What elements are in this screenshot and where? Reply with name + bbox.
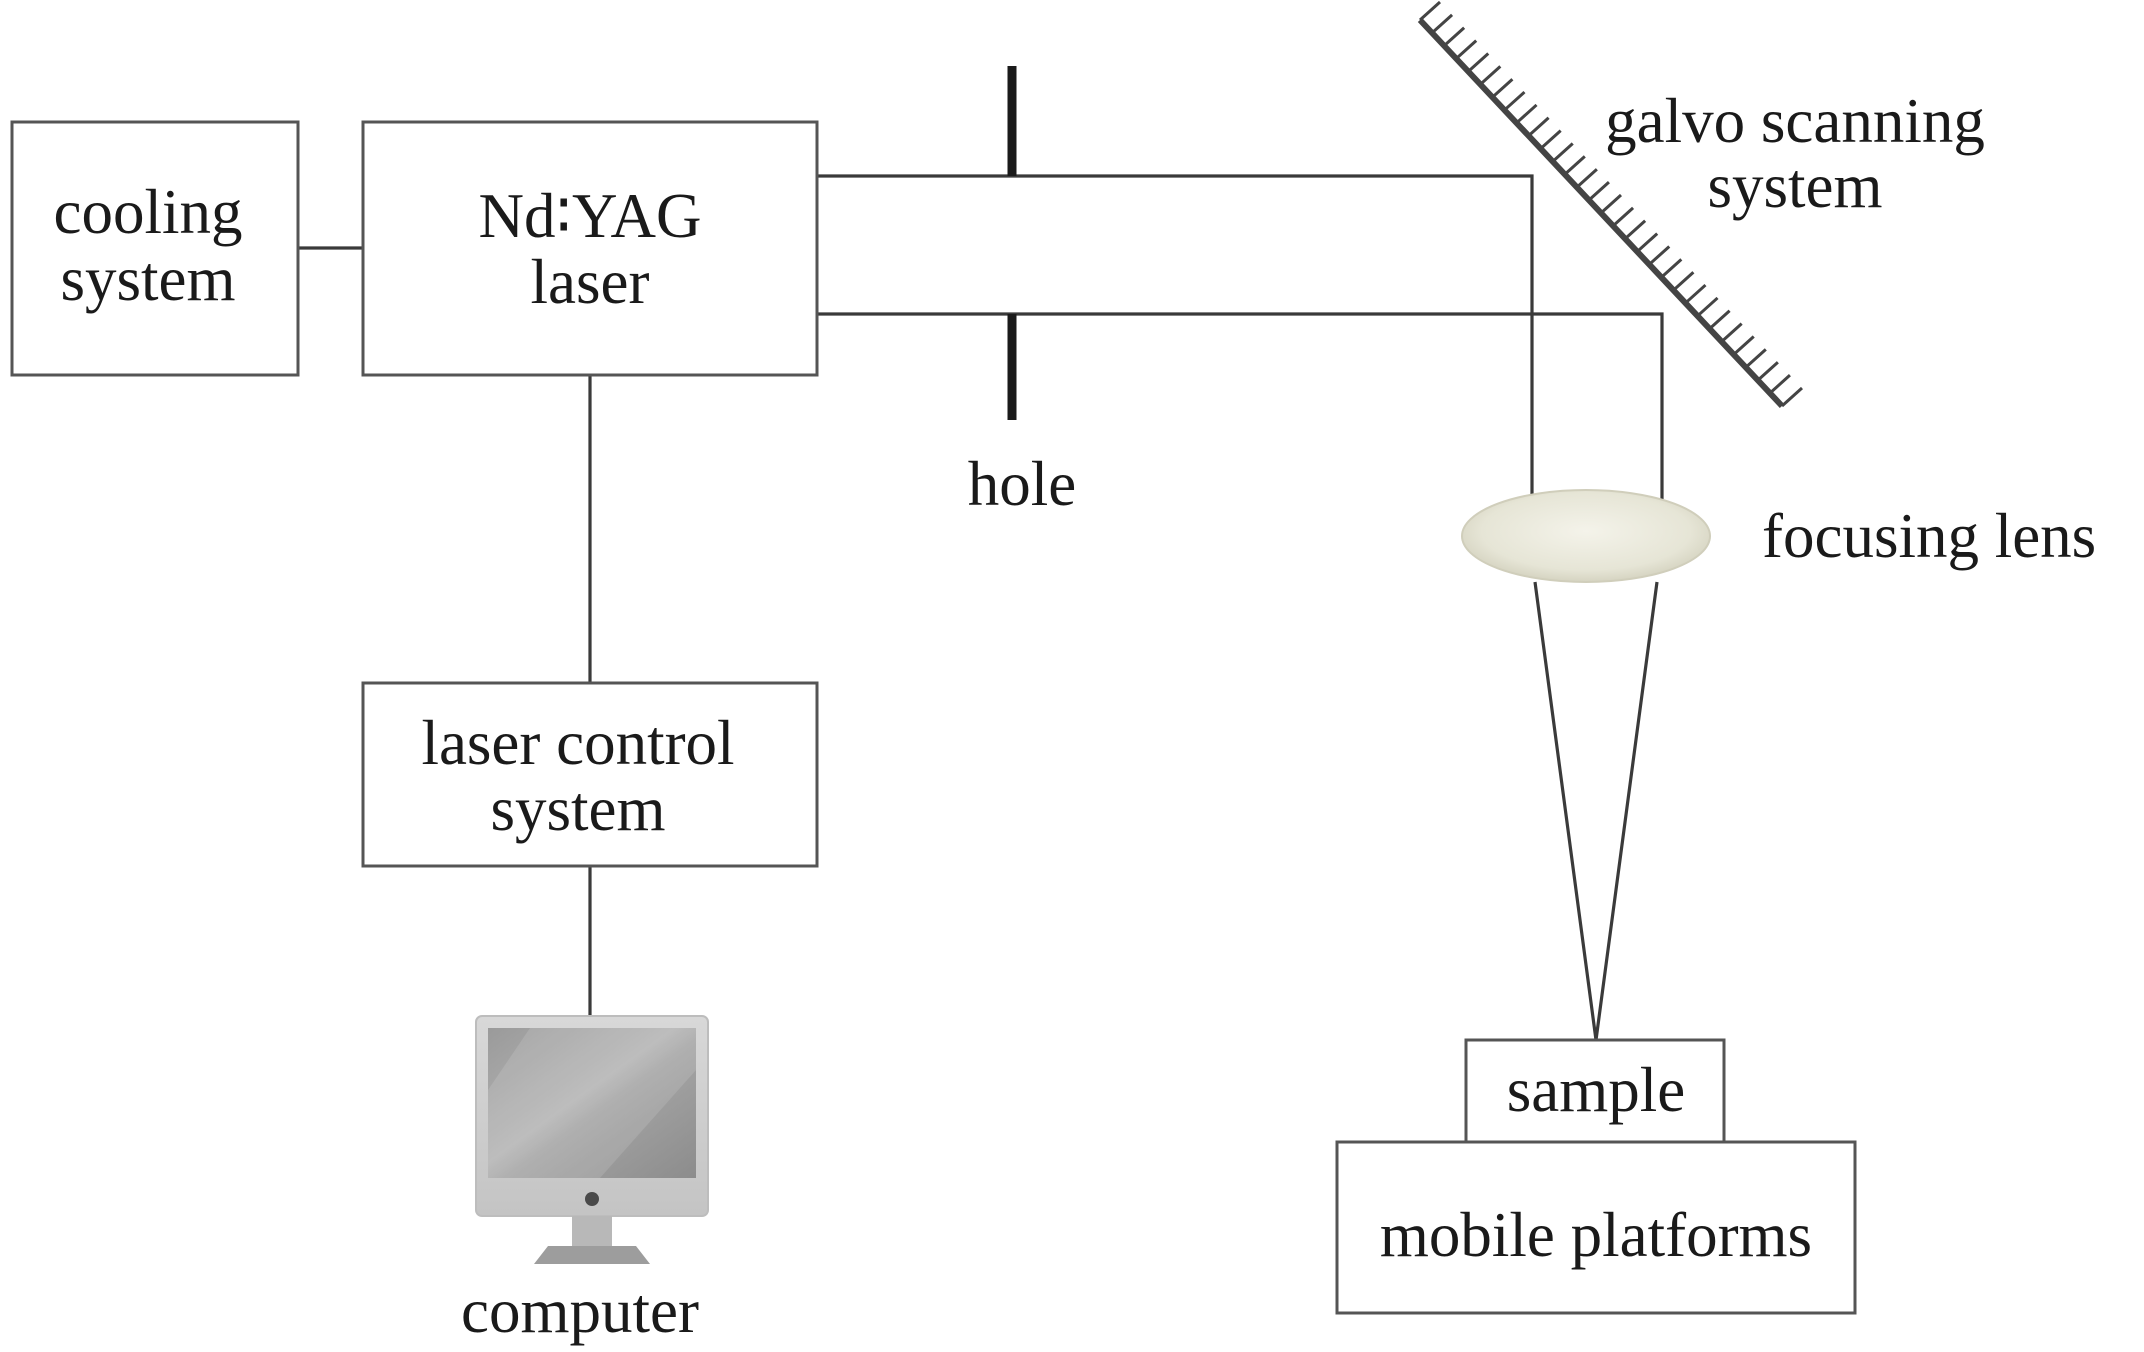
computer-icon xyxy=(475,1015,709,1264)
mirror-hatch-mark xyxy=(1479,65,1502,86)
computer-label: computer xyxy=(461,1276,699,1346)
mirror-hatch-mark xyxy=(1780,386,1804,408)
mirror-hatch-mark xyxy=(1720,322,1743,343)
focusing-lens-icon xyxy=(1461,489,1711,583)
mobile-platforms-label: mobile platforms xyxy=(1380,1200,1812,1270)
lower-beam-path xyxy=(817,312,1664,500)
mirror-hatch-mark xyxy=(1563,155,1586,176)
galvo-scanning-system-label-line1: galvo scanning xyxy=(1605,86,1985,156)
laser-box xyxy=(361,120,819,377)
focusing-lens-label: focusing lens xyxy=(1762,501,2096,571)
mirror-hatch-mark xyxy=(1660,258,1683,279)
mirror-hatch-mark xyxy=(1636,232,1659,253)
laser-label-line1: Nd∶YAG xyxy=(479,181,702,251)
cooling-system-label-line2: system xyxy=(60,244,235,314)
focused-beam-path xyxy=(1533,581,1659,1041)
mirror-hatch-mark xyxy=(1431,13,1454,34)
galvo-scanning-system-label-line2: system xyxy=(1707,151,1882,221)
mirror-hatch-mark xyxy=(1503,90,1526,112)
mirror-hatch-mark xyxy=(1515,103,1538,125)
laser-control-system-box xyxy=(361,681,819,868)
mirror-hatch-mark xyxy=(1527,116,1550,137)
mirror-hatch-mark xyxy=(1744,348,1767,369)
mirror-hatch-mark xyxy=(1455,39,1478,60)
mirror-hatch-mark xyxy=(1612,206,1635,227)
cooling-system-label-line1: cooling xyxy=(54,177,243,247)
upper-beam-path xyxy=(817,174,1534,500)
mobile-platforms-box xyxy=(1335,1140,1857,1315)
mirror-hatch-mark xyxy=(1467,52,1490,73)
mirror-hatch-mark xyxy=(1648,245,1671,266)
laser-control-system-label-line1: laser control xyxy=(421,708,734,778)
mirror-hatch-mark xyxy=(1684,283,1707,305)
mirror-hatch-mark xyxy=(1768,374,1791,395)
laser-label-line2: laser xyxy=(531,247,650,317)
galvo-mirror-icon xyxy=(1417,0,1804,409)
mirror-hatch-mark xyxy=(1708,309,1731,330)
sample-label: sample xyxy=(1507,1055,1685,1125)
cooling-system-box xyxy=(10,120,300,377)
mirror-hatch-mark xyxy=(1672,271,1695,292)
mirror-hatch-mark xyxy=(1551,142,1574,163)
hole-label: hole xyxy=(968,449,1076,519)
mirror-hatch-mark xyxy=(1587,181,1610,202)
mirror-hatch-mark xyxy=(1539,129,1562,150)
mirror-hatch-mark xyxy=(1575,168,1598,189)
laser-control-system-label-line2: system xyxy=(490,774,665,844)
mirror-hatch-mark xyxy=(1418,0,1442,22)
mirror-hatch-mark xyxy=(1732,335,1755,356)
mirror-hatch-mark xyxy=(1491,78,1514,99)
mirror-hatch-mark xyxy=(1624,219,1647,240)
mirror-hatch-mark xyxy=(1756,361,1779,382)
mirror-hatch-mark xyxy=(1443,26,1466,47)
mirror-hatch-mark xyxy=(1696,296,1719,318)
sample-box xyxy=(1464,1038,1726,1144)
mirror-hatch-mark xyxy=(1599,193,1623,215)
